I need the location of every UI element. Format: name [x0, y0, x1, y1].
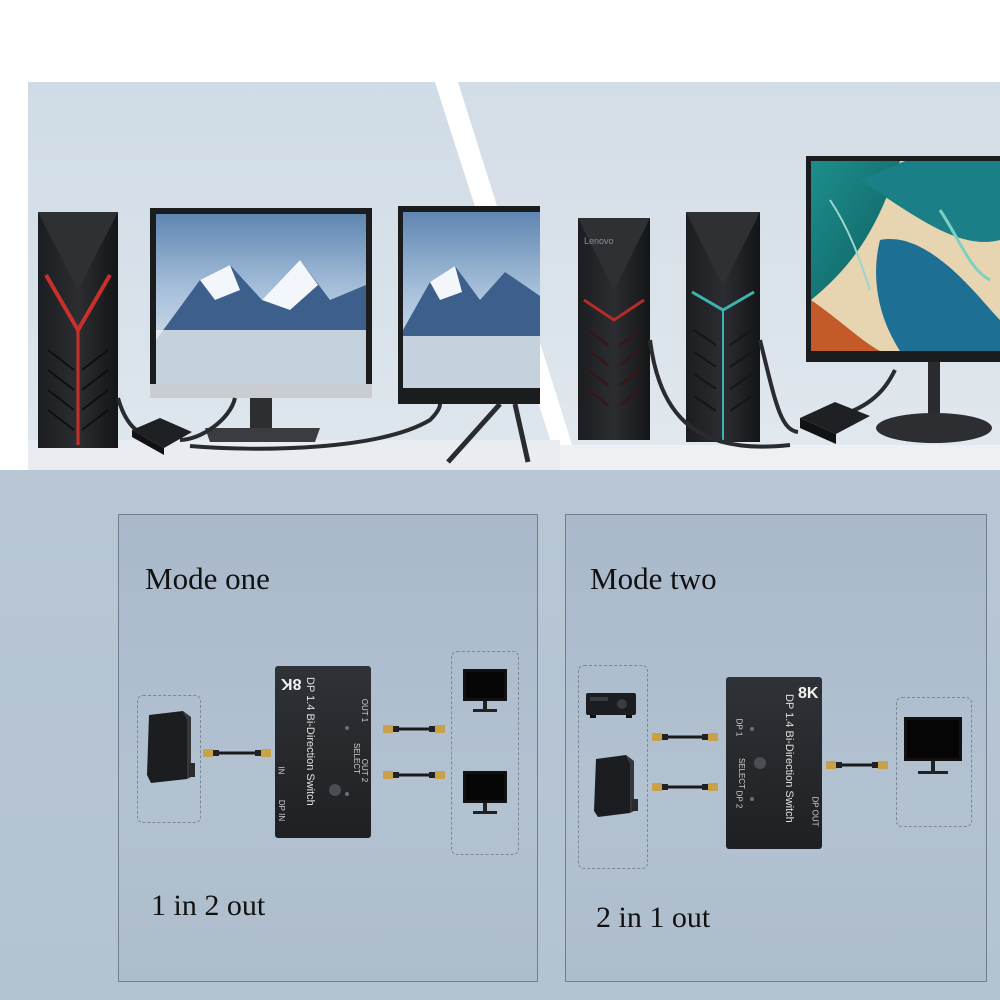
dp-cable-icon [652, 783, 718, 791]
switch-led-1 [750, 727, 754, 731]
dp-cable-icon [826, 761, 888, 769]
switch-box-icon: 8K DP 1.4 Bi-Direction Switch SELECT DP … [726, 677, 822, 849]
switch-model-title: DP 1.4 Bi-Direction Switch [304, 677, 316, 806]
switch-port-label-select: SELECT [737, 757, 747, 790]
pc-tower-red-left [38, 212, 118, 448]
monitor-right [806, 156, 1000, 443]
output-device-slot [896, 697, 972, 827]
dp-switch-photo-left [116, 397, 442, 455]
switch-port-label-in: IN [276, 766, 286, 775]
dp-cable-icon [203, 749, 271, 757]
switch-model-title: DP 1.4 Bi-Direction Switch [783, 694, 795, 823]
mode-one-caption: 1 in 2 out [151, 889, 266, 922]
monitor-left-2 [398, 206, 540, 464]
mode-one-title: Mode one [145, 561, 270, 596]
switch-badge: 8K [798, 685, 819, 702]
mode-two-card: Mode two 8K DP 1.4 Bi-Direction Switch S… [565, 514, 987, 982]
switch-led-1 [345, 726, 349, 730]
pc-tower-icon [147, 711, 195, 783]
pc-tower-teal [686, 212, 760, 442]
switch-port-label-dpin: DP IN [277, 799, 287, 822]
source-device-slot [578, 665, 648, 869]
mode-two-title: Mode two [590, 561, 717, 596]
svg-text:Lenovo: Lenovo [584, 236, 614, 246]
monitor-icon [904, 717, 962, 774]
switch-led-2 [750, 797, 754, 801]
monitor-icon [463, 771, 507, 814]
dp-cable-icon [652, 733, 718, 741]
mode-one-card: Mode one 8K DP 1.4 Bi-Direction Switch S… [118, 514, 538, 982]
switch-select-button [329, 784, 341, 796]
switch-port-label-dp2: DP 2 [734, 790, 744, 809]
mode-two-caption: 2 in 1 out [596, 901, 711, 934]
output-device-slot [451, 651, 519, 855]
switch-port-label-dpout: DP OUT [810, 796, 820, 827]
dp-cable-icon [383, 771, 445, 779]
switch-badge: 8K [281, 675, 302, 692]
source-device-slot [137, 695, 201, 823]
switch-port-label-out2: OUT 2 [360, 758, 370, 783]
pc-tower-lenovo-red: Lenovo [578, 218, 650, 440]
monitor-left-1 [150, 208, 372, 442]
dp-switch-photo-right [648, 339, 897, 449]
switch-box-icon: 8K DP 1.4 Bi-Direction Switch SELECT OUT… [275, 666, 371, 838]
dp-cable-icon [383, 725, 445, 733]
switch-port-label-dp1: DP 1 [734, 718, 744, 737]
monitor-icon [463, 669, 507, 712]
av-receiver-icon [586, 693, 636, 718]
switch-port-label-out1: OUT 1 [360, 698, 370, 723]
pc-tower-icon [594, 755, 638, 817]
product-scene-photo: Lenovo [0, 0, 1000, 470]
switch-led-2 [345, 792, 349, 796]
switch-select-button [754, 757, 766, 769]
